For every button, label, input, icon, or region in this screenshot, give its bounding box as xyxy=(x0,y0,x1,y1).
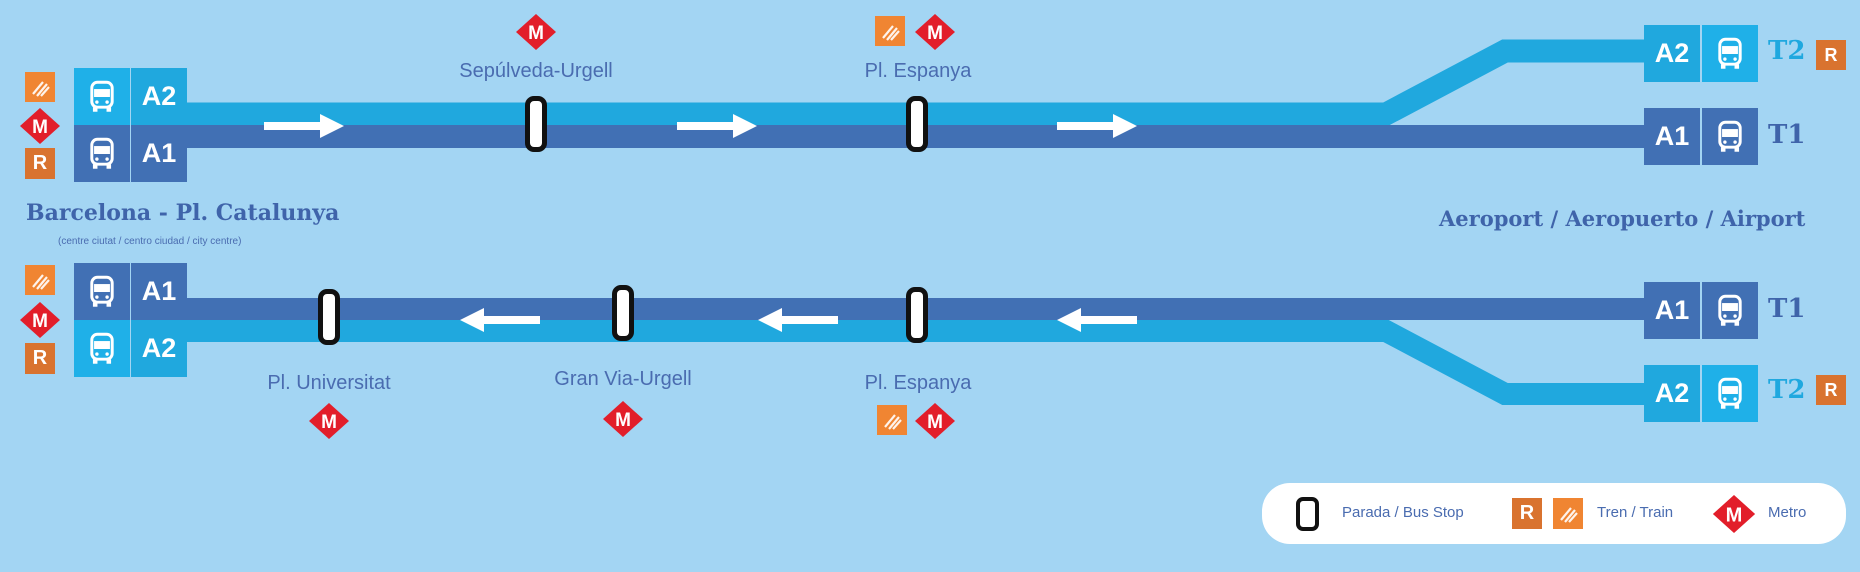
metro-icon xyxy=(516,14,556,50)
rodalies-icon: R xyxy=(25,148,55,179)
a2-inbound-line xyxy=(185,320,1650,405)
train-icon xyxy=(25,72,55,102)
legend: Parada / Bus Stop R Tren / Train Metro xyxy=(1262,483,1846,544)
bus-icon xyxy=(74,263,130,320)
rodalies-icon: R xyxy=(1512,498,1542,529)
stop-name: Gran Via-Urgell xyxy=(554,368,692,390)
bus-stop-legend-icon xyxy=(1296,497,1319,531)
route-badge-a2: A2 xyxy=(1644,365,1700,422)
metro-icon xyxy=(915,403,955,439)
bus-stop-sepulveda-urgell[interactable] xyxy=(525,96,547,152)
terminal-t2: T2 xyxy=(1768,375,1806,405)
stop-name: Sepúlveda-Urgell xyxy=(459,60,613,82)
bus-stop-pl-universitat[interactable] xyxy=(318,289,340,345)
route-badge-a2: A2 xyxy=(1644,25,1700,82)
route-badge-a2: A2 xyxy=(131,320,187,377)
stop-name: Pl. Espanya xyxy=(864,60,972,82)
rodalies-icon: R xyxy=(1816,40,1846,70)
legend-bus-stop: Parada / Bus Stop xyxy=(1342,504,1464,521)
bus-stop-pl-espanya[interactable] xyxy=(906,287,928,343)
train-icon xyxy=(1553,498,1583,529)
legend-train: Tren / Train xyxy=(1597,504,1674,521)
bus-stop-gran-via-urgell[interactable] xyxy=(612,285,634,341)
bus-icon xyxy=(1702,25,1758,82)
direction-arrow-left xyxy=(1057,308,1137,332)
metro-icon xyxy=(603,401,643,437)
a2-outbound-line xyxy=(185,39,1650,126)
bus-stop-pl-espanya[interactable] xyxy=(906,96,928,152)
terminal-t2: T2 xyxy=(1768,36,1806,66)
route-badge-a1: A1 xyxy=(131,125,187,182)
stop-name: Pl. Universitat xyxy=(267,372,391,394)
metro-icon xyxy=(20,302,60,338)
train-icon xyxy=(877,405,907,435)
rodalies-icon: R xyxy=(1816,375,1846,405)
direction-arrow-right xyxy=(1057,114,1137,138)
rodalies-icon: R xyxy=(25,343,55,374)
route-badge-a1: A1 xyxy=(1644,282,1700,339)
direction-arrow-right xyxy=(264,114,344,138)
origin-name: Barcelona - Pl. Catalunya xyxy=(26,200,340,226)
metro-icon xyxy=(1710,495,1758,533)
stop-name: Pl. Espanya xyxy=(864,372,972,394)
route-badge-a1: A1 xyxy=(1644,108,1700,165)
route-badge-a2: A2 xyxy=(131,68,187,125)
route-badge-a1: A1 xyxy=(131,263,187,320)
metro-icon xyxy=(20,108,60,144)
bus-icon xyxy=(1702,365,1758,422)
bus-icon xyxy=(74,320,130,377)
bus-icon xyxy=(1702,108,1758,165)
train-icon xyxy=(25,265,55,295)
terminal-t1: T1 xyxy=(1768,294,1806,324)
direction-arrow-left xyxy=(460,308,540,332)
origin-subtitle: (centre ciutat / centro ciudad / city ce… xyxy=(58,236,242,247)
destination-name: Aeroport / Aeropuerto / Airport xyxy=(1439,206,1806,231)
bus-icon xyxy=(74,68,130,125)
metro-icon xyxy=(309,403,349,439)
metro-icon xyxy=(915,14,955,50)
train-icon xyxy=(875,16,905,46)
bus-icon xyxy=(74,125,130,182)
bus-icon xyxy=(1702,282,1758,339)
legend-metro: Metro xyxy=(1768,504,1807,521)
terminal-t1: T1 xyxy=(1768,120,1806,150)
direction-arrow-left xyxy=(758,308,838,332)
direction-arrow-right xyxy=(677,114,757,138)
